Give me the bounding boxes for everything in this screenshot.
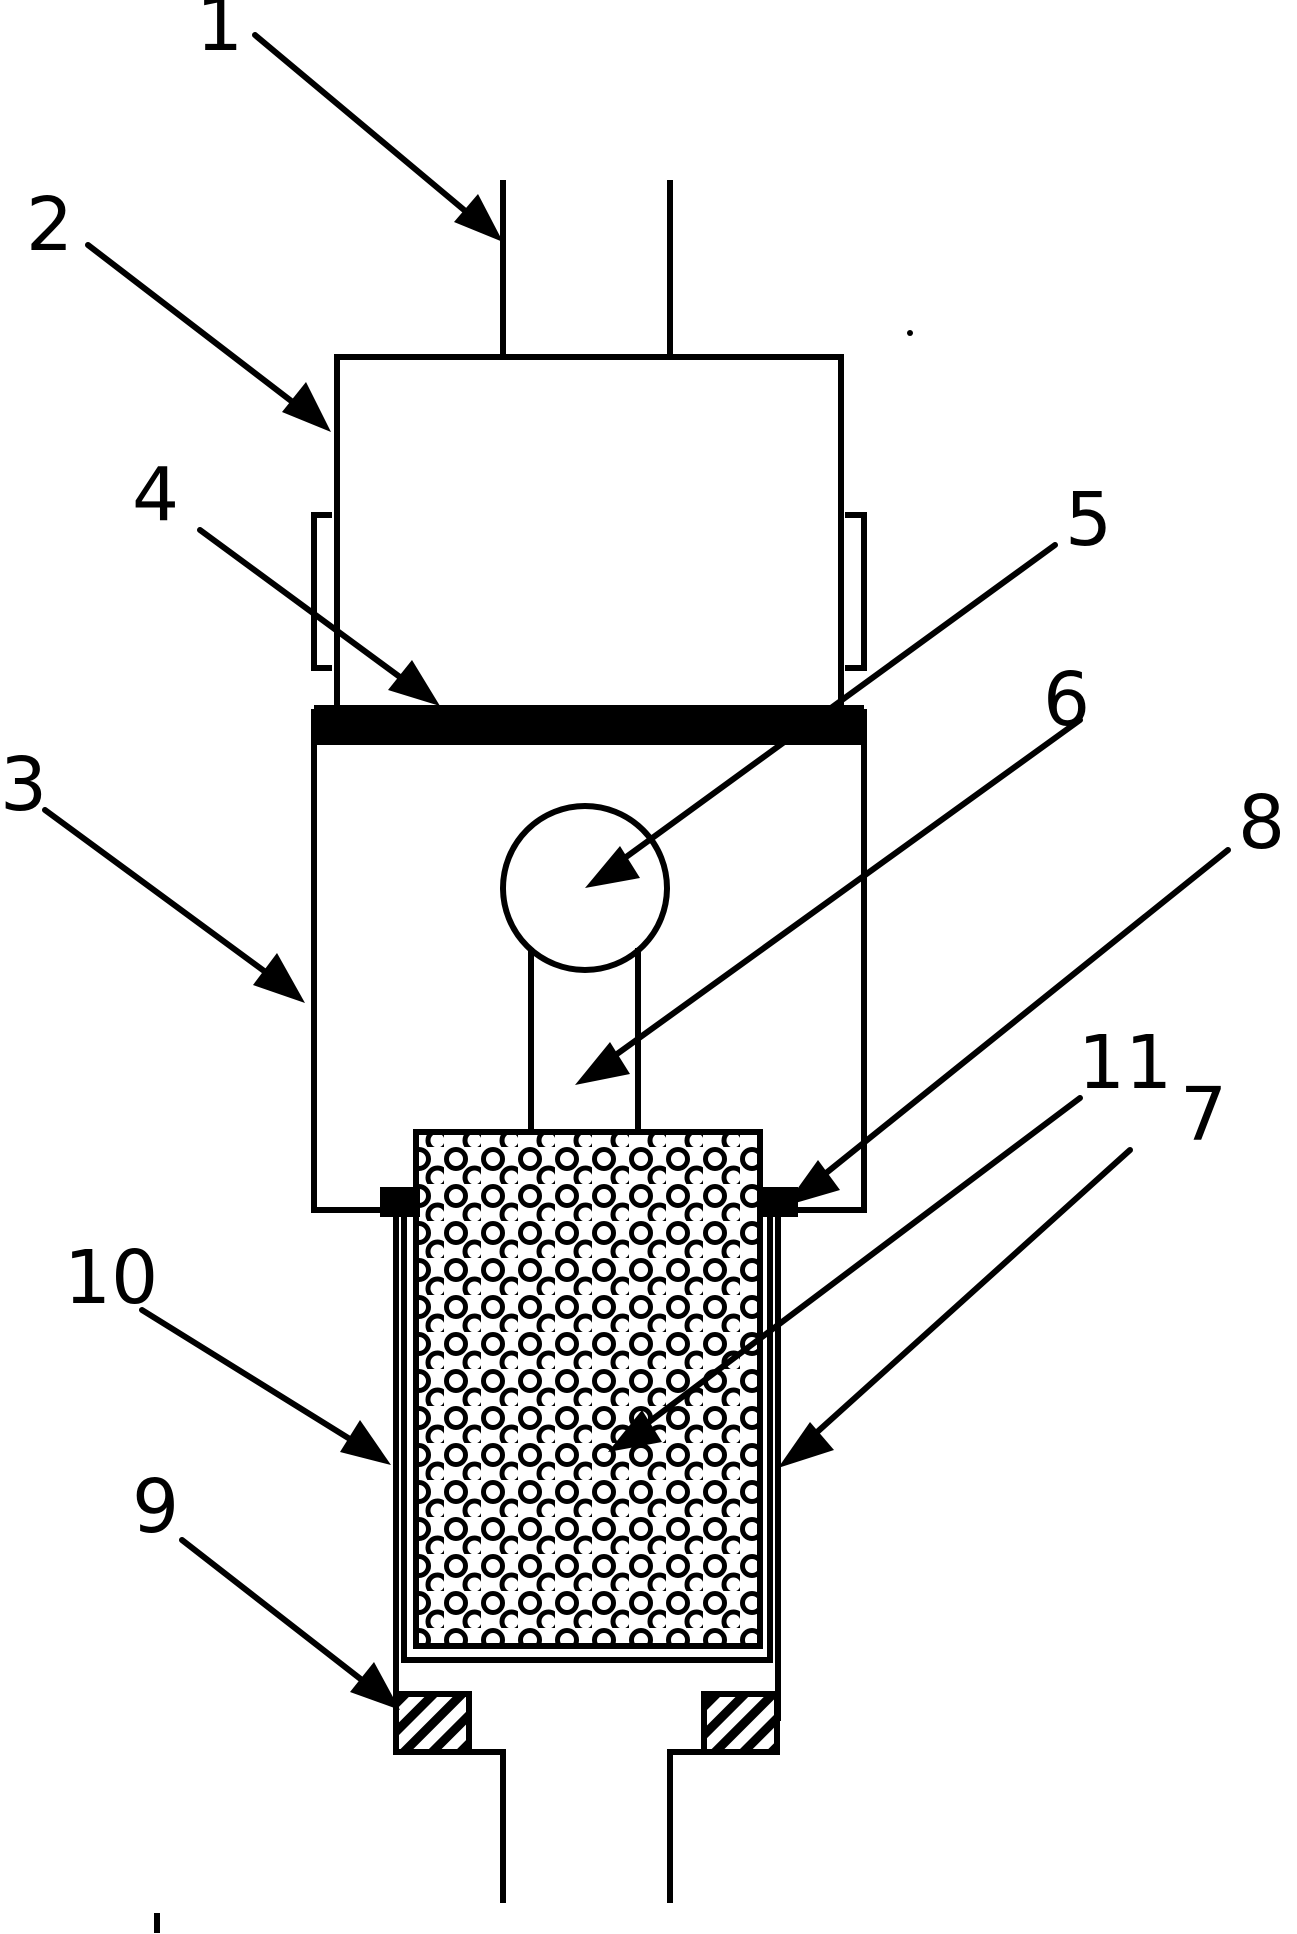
leader-5-arrow <box>585 846 640 888</box>
membrane-plate <box>314 705 864 745</box>
outer-sleeve <box>393 1207 781 1721</box>
packed-cartridge <box>413 1129 763 1649</box>
leader-lines <box>42 32 1231 1710</box>
leader-4-arrow <box>388 660 440 706</box>
label-5: 5 <box>1065 477 1112 563</box>
leader-11 <box>622 1095 1083 1443</box>
leader-9 <box>179 1537 388 1701</box>
leader-7 <box>792 1147 1133 1455</box>
label-1: 1 <box>196 0 243 68</box>
ring-left <box>393 1691 472 1755</box>
label-3: 3 <box>0 742 47 828</box>
seal-left <box>380 1187 420 1217</box>
leader-1 <box>252 32 491 233</box>
leader-2-arrow <box>282 382 331 432</box>
leader-1-arrow <box>454 194 503 242</box>
leader-3 <box>42 807 293 993</box>
label-10: 10 <box>64 1235 158 1321</box>
leader-6 <box>589 717 1083 1075</box>
housing-right-wall <box>845 512 867 671</box>
leader-10-arrow <box>340 1420 391 1465</box>
upper-cap <box>334 354 844 715</box>
sphere <box>500 803 670 973</box>
leader-9-arrow <box>350 1662 400 1710</box>
label-9: 9 <box>132 1464 179 1550</box>
leader-2 <box>85 242 319 423</box>
stray-dot-top <box>907 330 913 336</box>
outlet-pipe <box>466 1749 707 1903</box>
label-6: 6 <box>1043 657 1090 743</box>
leader-8 <box>802 847 1231 1193</box>
leader-11-arrow <box>608 1410 662 1452</box>
leader-6-arrow <box>575 1042 630 1085</box>
housing-left-wall <box>311 512 332 671</box>
leader-10 <box>139 1307 377 1457</box>
leader-5 <box>597 542 1058 879</box>
label-4: 4 <box>132 452 179 538</box>
ring-right <box>701 1691 780 1755</box>
leader-8-arrow <box>785 1160 840 1206</box>
label-7: 7 <box>1180 1072 1227 1158</box>
label-11: 11 <box>1078 1020 1172 1106</box>
label-8: 8 <box>1238 780 1285 866</box>
label-2: 2 <box>26 182 73 268</box>
leader-3-arrow <box>253 953 305 1003</box>
leader-7-arrow <box>778 1422 834 1468</box>
leader-4 <box>197 527 426 697</box>
